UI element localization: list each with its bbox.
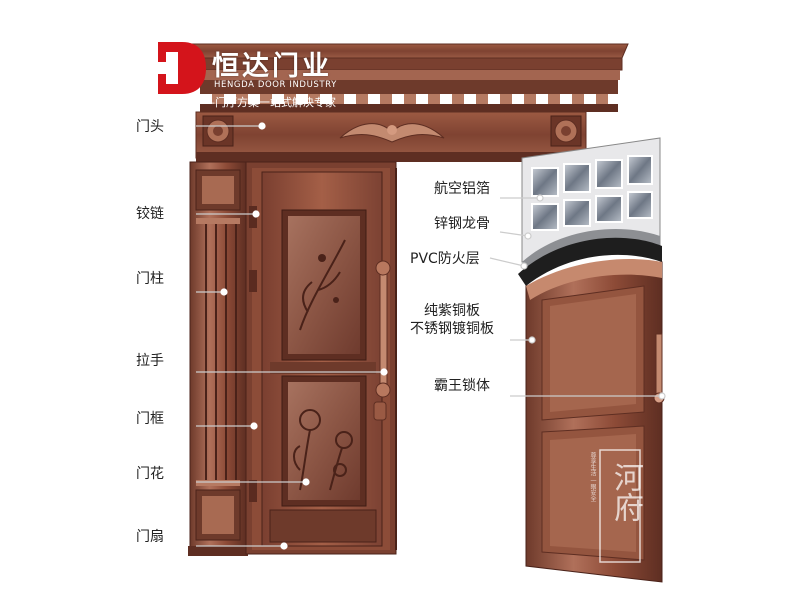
brand-name-en: HENGDA DOOR INDUSTRY: [214, 80, 337, 90]
label-hinge: 铰链: [136, 206, 164, 222]
carving-panel-bottom: [288, 382, 360, 500]
label-copper-plate-2: 不锈钢镀铜板: [410, 321, 494, 337]
label-aluminum-foil: 航空铝箔: [434, 181, 490, 197]
label-pvc-layer: PVC防火层: [410, 251, 480, 267]
label-pillar: 门柱: [136, 271, 164, 287]
brand-name: 恒达门业: [212, 51, 332, 82]
label-handle: 拉手: [136, 353, 164, 369]
leader-lines-right: [489, 194, 666, 400]
brand-block: 恒达门业 HENGDA DOOR INDUSTRY —门厅方案一站式解决专家: [156, 40, 396, 112]
label-leaf: 门扇: [136, 529, 164, 545]
brand-slogan: —门厅方案一站式解决专家: [204, 96, 336, 109]
label-carving: 门花: [136, 466, 164, 482]
stamp: [599, 449, 641, 563]
door-pillar: [188, 161, 248, 556]
label-steel-keel: 锌钢龙骨: [434, 216, 490, 232]
lock-body: [655, 333, 663, 395]
aluminum-foil-layer: [531, 155, 653, 231]
hinge: [249, 206, 257, 228]
leader-lines-left: [196, 122, 388, 550]
door-leaf-open: [518, 137, 665, 583]
brand-logo-icon: [158, 42, 206, 94]
stamp-text: 河府: [608, 462, 643, 522]
label-door-head: 门头: [136, 119, 164, 135]
door-leaf-fixed: [261, 171, 383, 547]
label-lock: 霸王锁体: [434, 378, 490, 394]
pull-handle: [373, 260, 391, 421]
label-copper-plate-1: 纯紫铜板: [424, 303, 480, 319]
label-frame: 门框: [136, 411, 164, 427]
carving-panel-top: [288, 216, 360, 354]
pvc-layer: [518, 237, 662, 286]
stamp-small-text: 尊享生活 一眼安全: [589, 452, 596, 502]
